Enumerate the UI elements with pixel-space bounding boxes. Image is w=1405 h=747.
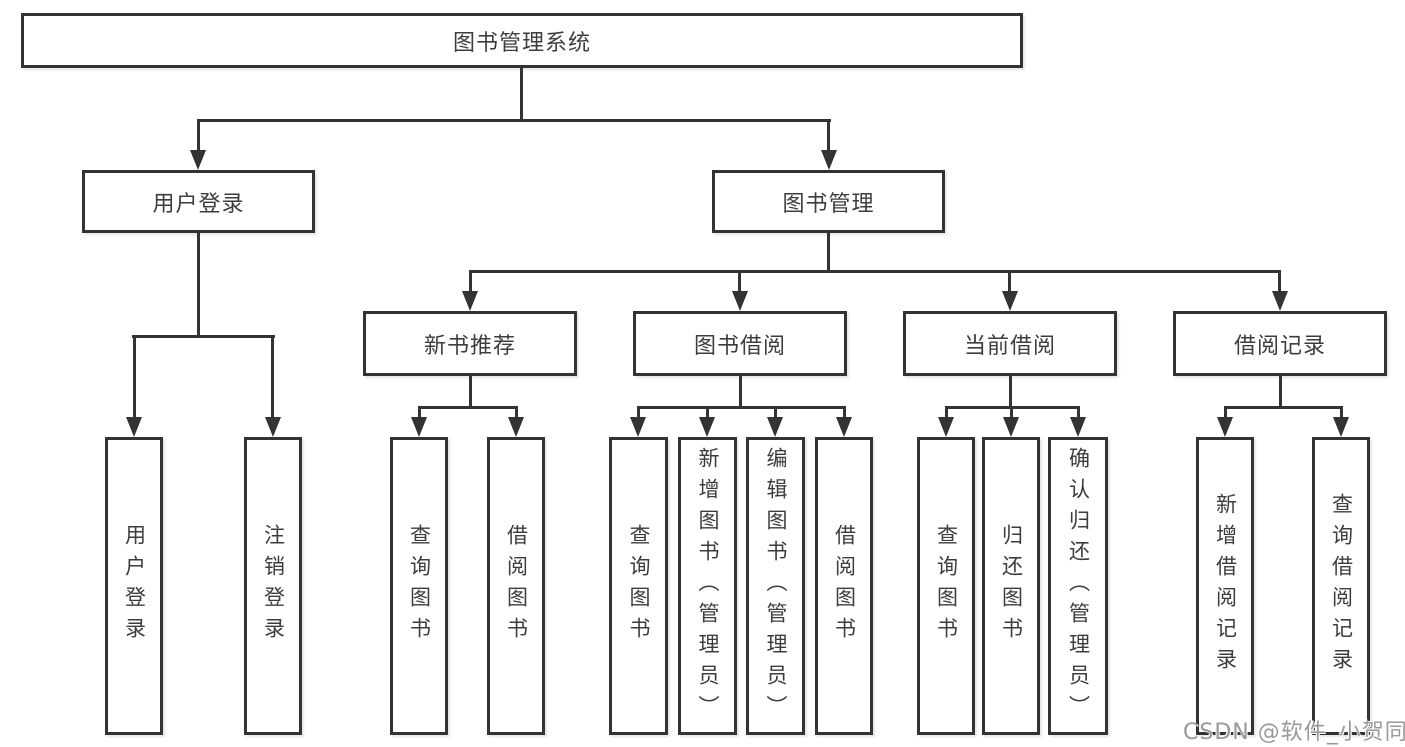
node-new-book-recommend: 新书推荐 — [363, 311, 577, 376]
down-arrow-icon — [699, 417, 715, 437]
node-current-borrowing: 当前借阅 — [903, 311, 1117, 376]
down-arrow-icon — [836, 417, 852, 437]
leaf-borrow-borrow-books-label: 借阅图书 — [832, 524, 857, 648]
down-arrow-icon — [821, 150, 837, 170]
leaf-borrow-edit-books-admin-label: 编辑图书（管理员） — [764, 446, 788, 726]
node-borrowing-records-label: 借阅记录 — [1233, 333, 1326, 359]
node-user-login: 用户登录 — [82, 170, 315, 233]
down-arrow-icon — [630, 417, 646, 437]
connector-leaf-shaft — [133, 335, 136, 421]
connector-borrowing-stem — [739, 376, 742, 409]
leaf-recommend-query-books-label: 查询图书 — [407, 524, 432, 648]
leaf-records-query-borrow-record-label: 查询借阅记录 — [1329, 493, 1354, 679]
down-arrow-icon — [1333, 417, 1349, 437]
connector-book-management-stem — [827, 233, 830, 272]
leaf-current-confirm-return-admin-label: 确认归还（管理员） — [1066, 446, 1091, 726]
leaf-records-query-borrow-record: 查询借阅记录 — [1312, 437, 1370, 735]
leaf-current-confirm-return-admin: 确认归还（管理员） — [1048, 437, 1108, 735]
down-arrow-icon — [938, 417, 954, 437]
node-book-management: 图书管理 — [712, 170, 945, 233]
connector-book-management-shaft — [827, 119, 830, 154]
down-arrow-icon — [411, 417, 427, 437]
connector-root-branch — [197, 119, 831, 122]
connector-records-branch — [1224, 406, 1343, 409]
down-arrow-icon — [265, 417, 281, 437]
connector-leaf-shaft — [774, 406, 777, 421]
down-arrow-icon — [190, 150, 206, 170]
csdn-watermark: CSDN @软件_小贺同学 — [1183, 720, 1405, 745]
down-arrow-icon — [1272, 291, 1288, 311]
connector-leaf-shaft — [945, 406, 948, 421]
leaf-borrow-add-books-admin: 新增图书（管理员） — [678, 437, 737, 735]
down-arrow-icon — [462, 291, 478, 311]
down-arrow-icon — [1070, 417, 1086, 437]
down-arrow-icon — [1217, 417, 1233, 437]
connector-section-shaft — [738, 270, 741, 293]
node-library-system-label: 图书管理系统 — [452, 30, 591, 56]
leaf-borrow-edit-books-admin: 编辑图书（管理员） — [746, 437, 805, 735]
node-book-management-label: 图书管理 — [782, 191, 875, 217]
down-arrow-icon — [126, 417, 142, 437]
connector-leaf-shaft — [1077, 406, 1080, 421]
connector-recommend-branch — [418, 406, 518, 409]
leaf-logout-label: 注销登录 — [261, 524, 286, 648]
connector-current-stem — [1009, 376, 1012, 409]
node-library-system: 图书管理系统 — [21, 13, 1023, 68]
down-arrow-icon — [508, 417, 524, 437]
connector-leaf-shaft — [271, 335, 274, 421]
down-arrow-icon — [1003, 417, 1019, 437]
leaf-current-query-books-label: 查询图书 — [934, 524, 959, 648]
node-borrowing-records: 借阅记录 — [1173, 311, 1387, 376]
node-new-book-recommend-label: 新书推荐 — [423, 333, 516, 359]
connector-section-shaft — [469, 270, 472, 293]
connector-recommend-stem — [469, 376, 472, 409]
down-arrow-icon — [732, 291, 748, 311]
connector-user-login-stem — [197, 233, 200, 337]
node-user-login-label: 用户登录 — [152, 191, 245, 217]
connector-leaf-shaft — [1340, 406, 1343, 421]
connector-leaf-shaft — [843, 406, 846, 421]
leaf-borrow-query-books: 查询图书 — [609, 437, 668, 735]
leaf-logout: 注销登录 — [244, 437, 302, 735]
connector-user-login-shaft — [197, 119, 200, 154]
leaf-current-return-books-label: 归还图书 — [999, 524, 1024, 648]
leaf-borrow-query-books-label: 查询图书 — [627, 524, 651, 648]
leaf-current-return-books: 归还图书 — [982, 437, 1040, 735]
connector-section-shaft — [1278, 270, 1281, 293]
down-arrow-icon — [767, 417, 783, 437]
connector-records-stem — [1279, 376, 1282, 409]
connector-leaf-shaft — [515, 406, 518, 421]
connector-book-management-branch — [469, 270, 1281, 273]
leaf-current-query-books: 查询图书 — [917, 437, 975, 735]
leaf-recommend-borrow-books: 借阅图书 — [487, 437, 545, 735]
connector-root-stem — [520, 68, 523, 122]
leaf-user-login: 用户登录 — [105, 437, 163, 735]
leaf-recommend-borrow-books-label: 借阅图书 — [504, 524, 529, 648]
node-book-borrowing-label: 图书借阅 — [693, 333, 786, 359]
leaf-records-add-borrow-record: 新增借阅记录 — [1196, 437, 1254, 735]
connector-section-shaft — [1008, 270, 1011, 293]
connector-user-login-branch — [132, 335, 275, 338]
connector-leaf-shaft — [637, 406, 640, 421]
connector-leaf-shaft — [1224, 406, 1227, 421]
connector-borrowing-branch — [637, 406, 846, 409]
node-book-borrowing: 图书借阅 — [633, 311, 847, 376]
node-current-borrowing-label: 当前借阅 — [963, 333, 1056, 359]
leaf-records-add-borrow-record-label: 新增借阅记录 — [1213, 493, 1238, 679]
leaf-recommend-query-books: 查询图书 — [390, 437, 448, 735]
leaf-borrow-add-books-admin-label: 新增图书（管理员） — [696, 446, 720, 726]
connector-leaf-shaft — [1010, 406, 1013, 421]
leaf-user-login-label: 用户登录 — [122, 524, 147, 648]
down-arrow-icon — [1002, 291, 1018, 311]
connector-leaf-shaft — [706, 406, 709, 421]
connector-leaf-shaft — [418, 406, 421, 421]
leaf-borrow-borrow-books: 借阅图书 — [815, 437, 873, 735]
